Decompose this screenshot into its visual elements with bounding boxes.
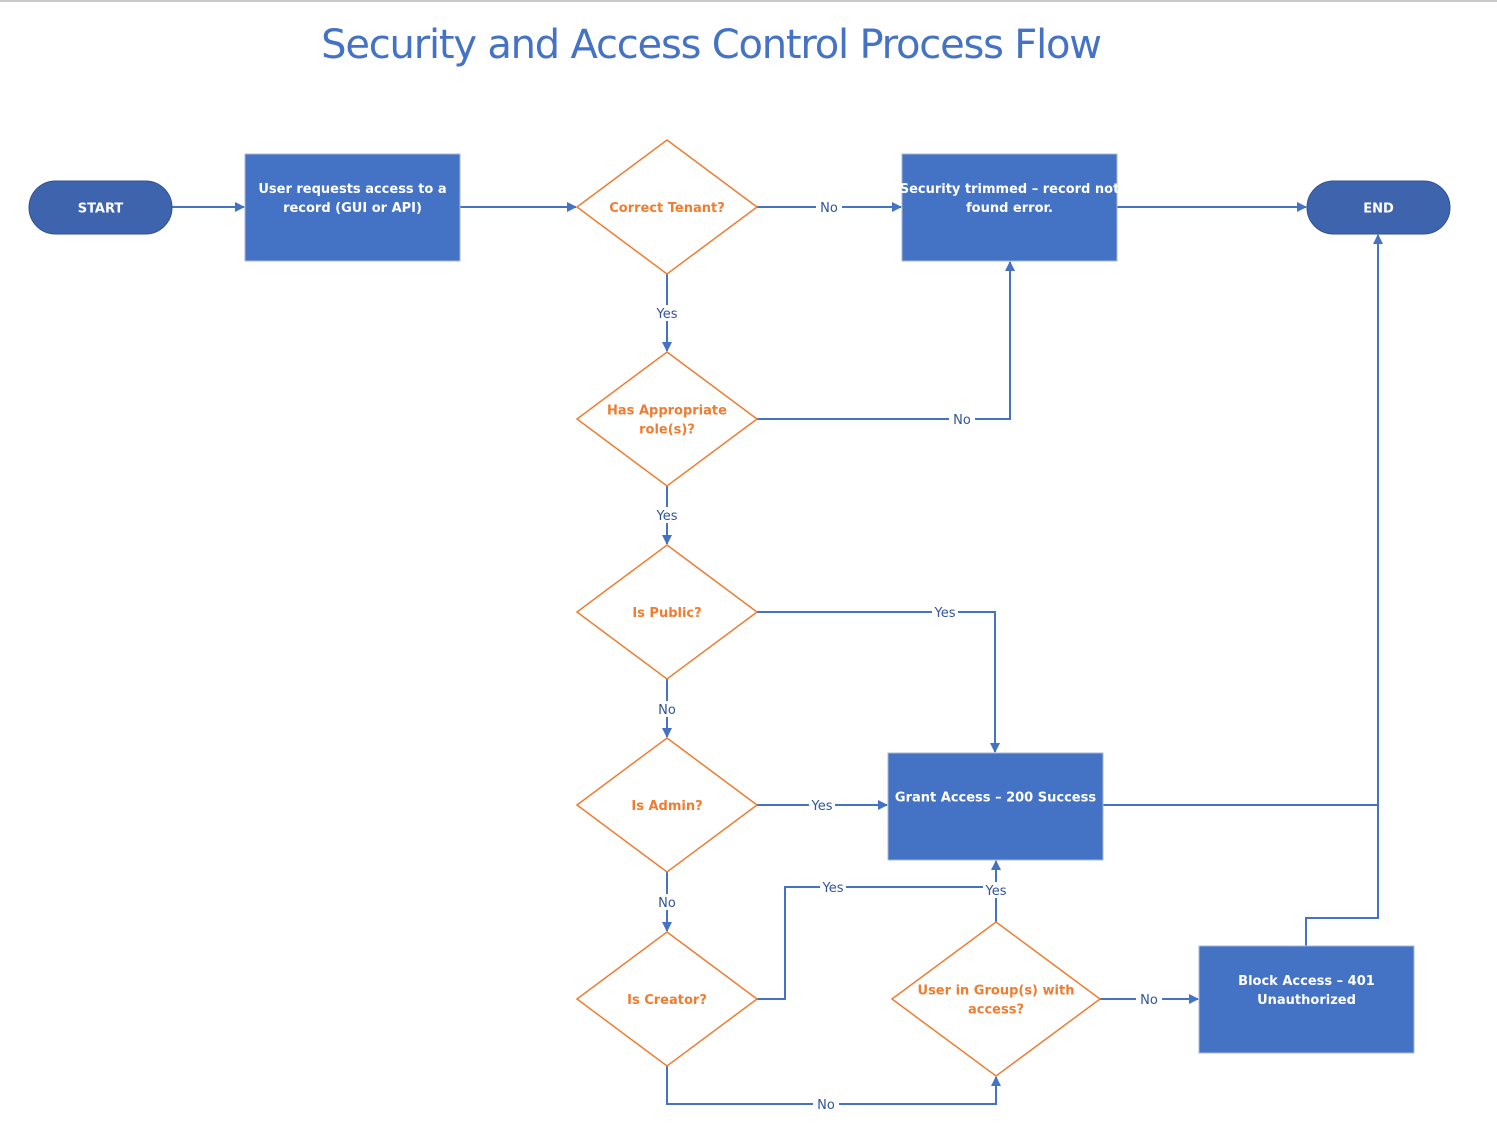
node-label: found error. — [966, 201, 1053, 216]
decision-creator[interactable]: Is Creator? — [575, 931, 759, 1067]
connector-label-no: No — [817, 1098, 835, 1113]
decision-tenant[interactable]: Correct Tenant? — [575, 139, 759, 275]
decision-admin[interactable]: Is Admin? — [575, 737, 759, 873]
connector-label-bg — [1136, 991, 1162, 1007]
terminal-pill — [1306, 180, 1451, 235]
connector-label-bg — [932, 604, 958, 620]
connector-label-bg — [654, 305, 680, 321]
node-label: Has Appropriate — [607, 404, 727, 419]
connector-creator-grant — [757, 886, 996, 1000]
connector-role-trimmed — [757, 261, 1015, 420]
process-request[interactable]: User requests access to a record (GUI or … — [244, 153, 461, 262]
connector-label-bg — [983, 882, 1009, 898]
node-label: Block Access – 401 — [1238, 974, 1375, 989]
connector-label-bg — [809, 797, 835, 813]
process-grant[interactable]: Grant Access – 200 Success — [887, 752, 1104, 861]
connector-label-no: No — [820, 201, 838, 216]
decision-role[interactable]: Has Appropriate role(s)? — [575, 351, 759, 487]
node-label: record (GUI or API) — [283, 201, 422, 216]
node-label: END — [1363, 202, 1394, 217]
connector-label-bg — [813, 1096, 839, 1112]
process-box — [887, 752, 1104, 861]
connector-label-no: No — [658, 703, 676, 718]
connector-label-no: No — [953, 413, 971, 428]
connectors — [172, 202, 1383, 1105]
terminal-end[interactable]: END — [1306, 180, 1451, 235]
node-label: Is Public? — [632, 606, 701, 621]
decision-diamond — [575, 931, 759, 1067]
terminal-start[interactable]: START — [28, 180, 173, 235]
connector-label-bg — [654, 701, 680, 717]
decision-diamond — [575, 351, 759, 487]
top-border — [0, 0, 1497, 2]
node-label: access? — [968, 1003, 1024, 1018]
node-label: Is Admin? — [631, 799, 702, 814]
connector-label-yes: Yes — [656, 307, 678, 322]
node-label: Unauthorized — [1257, 993, 1356, 1008]
connector-label-yes: Yes — [656, 509, 678, 524]
process-box — [901, 153, 1118, 262]
node-label: User requests access to a — [258, 182, 446, 197]
node-label: START — [78, 202, 124, 217]
connector-label-bg — [820, 879, 846, 895]
connector-label-bg — [816, 199, 842, 215]
node-label: role(s)? — [639, 423, 695, 438]
process-box — [244, 153, 461, 262]
connector-public-grant — [757, 611, 1000, 753]
shapes: START User requests access to a record (GU… — [28, 139, 1451, 1077]
node-label: Security trimmed – record not — [900, 182, 1120, 197]
node-label: Is Creator? — [627, 993, 707, 1008]
connector-label-bg — [949, 411, 975, 427]
connector-block-end — [1305, 234, 1383, 946]
connector-label-yes: Yes — [811, 799, 833, 814]
terminal-pill — [28, 180, 173, 235]
node-label: Correct Tenant? — [609, 201, 725, 216]
connector-label-yes: Yes — [822, 881, 844, 896]
decision-group[interactable]: User in Group(s) with access? — [890, 921, 1102, 1077]
decision-diamond — [575, 737, 759, 873]
connector-label-no: No — [1140, 993, 1158, 1008]
connector-label-yes: Yes — [985, 884, 1007, 899]
connector-label-no: No — [658, 896, 676, 911]
process-box — [1198, 945, 1415, 1054]
node-label: User in Group(s) with — [918, 984, 1075, 999]
node-label: Grant Access – 200 Success — [895, 791, 1096, 806]
diagram-title: Security and Access Control Process Flow — [321, 22, 1102, 68]
decision-public[interactable]: Is Public? — [575, 544, 759, 680]
decision-diamond — [575, 139, 759, 275]
connector-label-bg — [654, 894, 680, 910]
decision-diamond — [575, 544, 759, 680]
decision-diamond — [890, 921, 1102, 1077]
process-trimmed[interactable]: Security trimmed – record not found error… — [900, 153, 1120, 262]
connector-label-yes: Yes — [934, 606, 956, 621]
connector-label-bg — [654, 507, 680, 523]
